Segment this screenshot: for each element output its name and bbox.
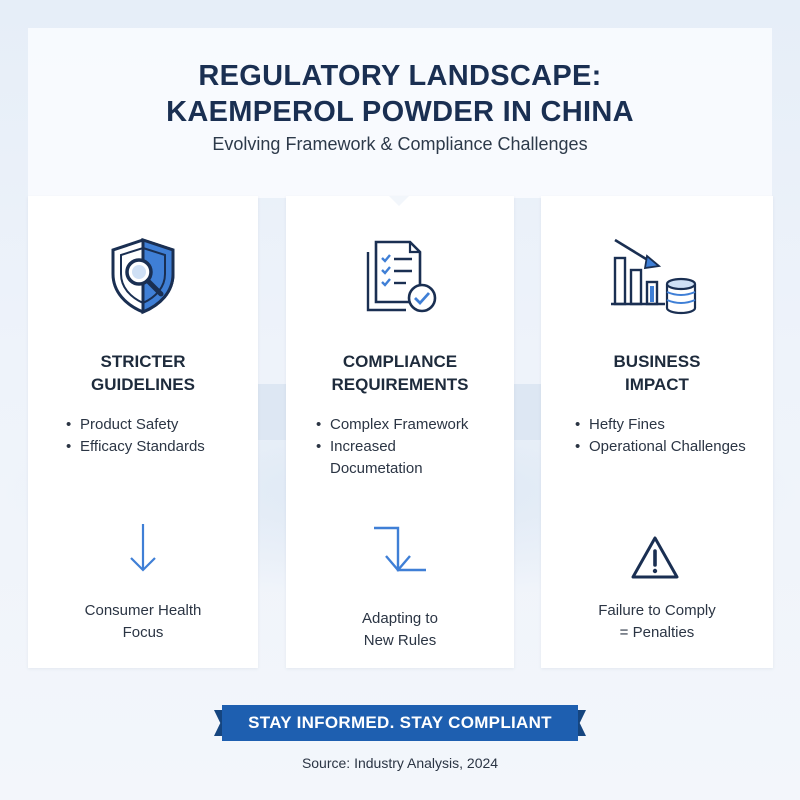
footer-line-2: = Penalties: [619, 624, 695, 641]
declining-chart-coins-icon: [611, 238, 697, 315]
turn-down-arrow-icon: [374, 526, 426, 572]
list-item: Operational Challenges: [575, 436, 746, 458]
card-title: COMPLIANCE REQUIREMENTS: [286, 350, 514, 396]
arrow-down-icon: [130, 524, 156, 572]
card-compliance-requirements: COMPLIANCE REQUIREMENTS Complex Framewor…: [286, 196, 514, 668]
list-item-text: Increased: [330, 438, 396, 455]
list-item: Complex Framework: [316, 414, 468, 436]
source-caption: Source: Industry Analysis, 2024: [301, 755, 499, 771]
title-line-2: KAEMPEROL POWDER IN CHINA: [166, 96, 634, 128]
card-title: BUSINESS IMPACT: [541, 350, 773, 396]
card-title-line-2: GUIDELINES: [91, 375, 195, 394]
card-title-line-2: IMPACT: [625, 375, 689, 394]
footer-line-1: Consumer Health: [84, 602, 202, 619]
footer-line-2: Focus: [122, 624, 164, 641]
center-card-notch: [389, 196, 409, 206]
footer-line-1: Failure to Comply: [598, 602, 716, 619]
cta-banner: STAY INFORMED. STAY COMPLIANT: [214, 705, 586, 741]
card-footer: Failure to Comply = Penalties: [541, 600, 773, 644]
list-item: Product Safety: [66, 414, 205, 436]
shield-magnifier-icon: [111, 237, 175, 315]
list-item: Increased Documetation: [316, 436, 468, 480]
card-title-line-1: STRICTER: [100, 352, 186, 371]
bullet-list: Product Safety Efficacy Standards: [66, 414, 205, 458]
card-title-line-1: COMPLIANCE: [342, 352, 458, 371]
banner-text: STAY INFORMED. STAY COMPLIANT: [222, 705, 578, 741]
list-item: Efficacy Standards: [66, 436, 205, 458]
footer-line-1: Adapting to: [362, 610, 438, 627]
list-item: Hefty Fines: [575, 414, 746, 436]
page-title: REGULATORY LANDSCAPE: KAEMPEROL POWDER I…: [0, 58, 800, 130]
card-footer: Consumer Health Focus: [28, 600, 258, 644]
card-title: STRICTER GUIDELINES: [28, 350, 258, 396]
footer-line-2: New Rules: [363, 632, 437, 649]
title-line-1: REGULATORY LANDSCAPE:: [198, 60, 602, 92]
header-panel: [28, 28, 772, 198]
card-title-line-2: REQUIREMENTS: [331, 375, 469, 394]
checklist-document-icon: [366, 240, 437, 313]
card-title-line-1: BUSINESS: [613, 352, 701, 371]
warning-triangle-icon: [631, 536, 679, 579]
card-footer: Adapting to New Rules: [286, 608, 514, 652]
card-stricter-guidelines: STRICTER GUIDELINES Product Safety Effic…: [28, 196, 258, 668]
card-business-impact: BUSINESS IMPACT Hefty Fines Operational …: [541, 196, 773, 668]
bullet-list: Hefty Fines Operational Challenges: [575, 414, 746, 458]
page-subtitle: Evolving Framework & Compliance Challeng…: [212, 134, 588, 154]
list-item-continuation: Documetation: [330, 460, 423, 477]
bullet-list: Complex Framework Increased Documetation: [316, 414, 468, 480]
